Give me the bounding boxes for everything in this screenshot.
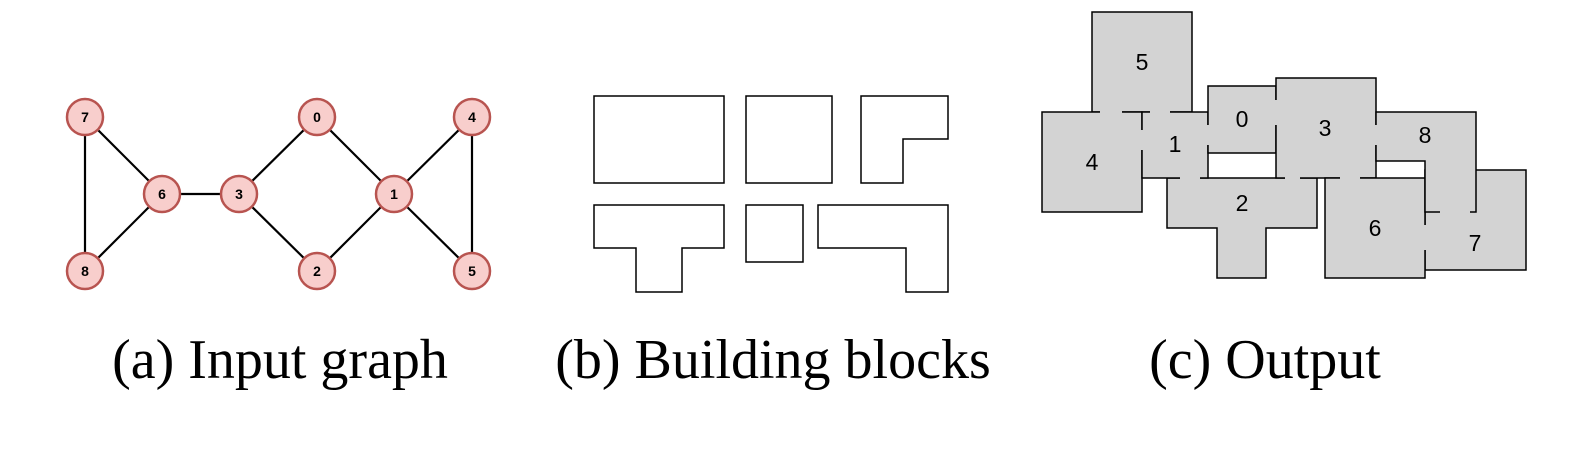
room-3: 3 [1275, 77, 1377, 179]
graph-node-6: 6 [142, 174, 182, 214]
building-blocks [593, 95, 949, 293]
graph-node-label: 4 [468, 109, 476, 125]
room-label: 0 [1236, 106, 1249, 132]
block-t-shape [593, 204, 725, 293]
graph-node-label: 7 [81, 109, 89, 125]
room-4: 4 [1041, 111, 1143, 213]
block-square [745, 95, 833, 184]
graph-node-label: 3 [235, 186, 243, 202]
caption-building-blocks: (b) Building blocks [555, 329, 991, 391]
room-label: 2 [1236, 190, 1249, 216]
block-l-shape-wide [817, 204, 949, 293]
graph-node-label: 0 [313, 109, 321, 125]
graph-node-label: 1 [390, 186, 398, 202]
room-label: 4 [1086, 149, 1099, 175]
graph-node-4: 4 [452, 97, 492, 137]
block-l-shape [860, 95, 949, 184]
room-label: 1 [1169, 131, 1182, 157]
room-label: 7 [1469, 230, 1482, 256]
room-label: 8 [1419, 122, 1432, 148]
caption-output: (c) Output [1149, 329, 1381, 391]
graph-node-0: 0 [297, 97, 337, 137]
graph-node-label: 8 [81, 263, 89, 279]
room-6: 6 [1324, 177, 1426, 279]
room-1: 1 [1141, 111, 1209, 179]
room-0: 0 [1207, 85, 1277, 154]
room-label: 3 [1319, 115, 1332, 141]
room-label: 6 [1369, 215, 1382, 241]
room-label: 5 [1136, 49, 1149, 75]
graph-node-label: 5 [468, 263, 476, 279]
room-8: 8 [1375, 111, 1477, 213]
room-5: 5 [1091, 11, 1193, 113]
graph-node-2: 2 [297, 251, 337, 291]
block-small-square [745, 204, 804, 263]
caption-input-graph: (a) Input graph [112, 329, 448, 391]
graph-node-5: 5 [452, 251, 492, 291]
block-large-rectangle [593, 95, 725, 184]
door-openings [1100, 100, 1470, 250]
graph-node-label: 2 [313, 263, 321, 279]
input-graph: 0 1 2 3 4 5 6 7 [65, 97, 492, 291]
graph-node-8: 8 [65, 251, 105, 291]
graph-node-label: 6 [158, 186, 166, 202]
graph-node-1: 1 [374, 174, 414, 214]
graph-node-3: 3 [219, 174, 259, 214]
output-floorplan: 5 4 2 1 0 3 7 6 [1041, 11, 1527, 279]
graph-node-7: 7 [65, 97, 105, 137]
room-2: 2 [1166, 177, 1318, 279]
